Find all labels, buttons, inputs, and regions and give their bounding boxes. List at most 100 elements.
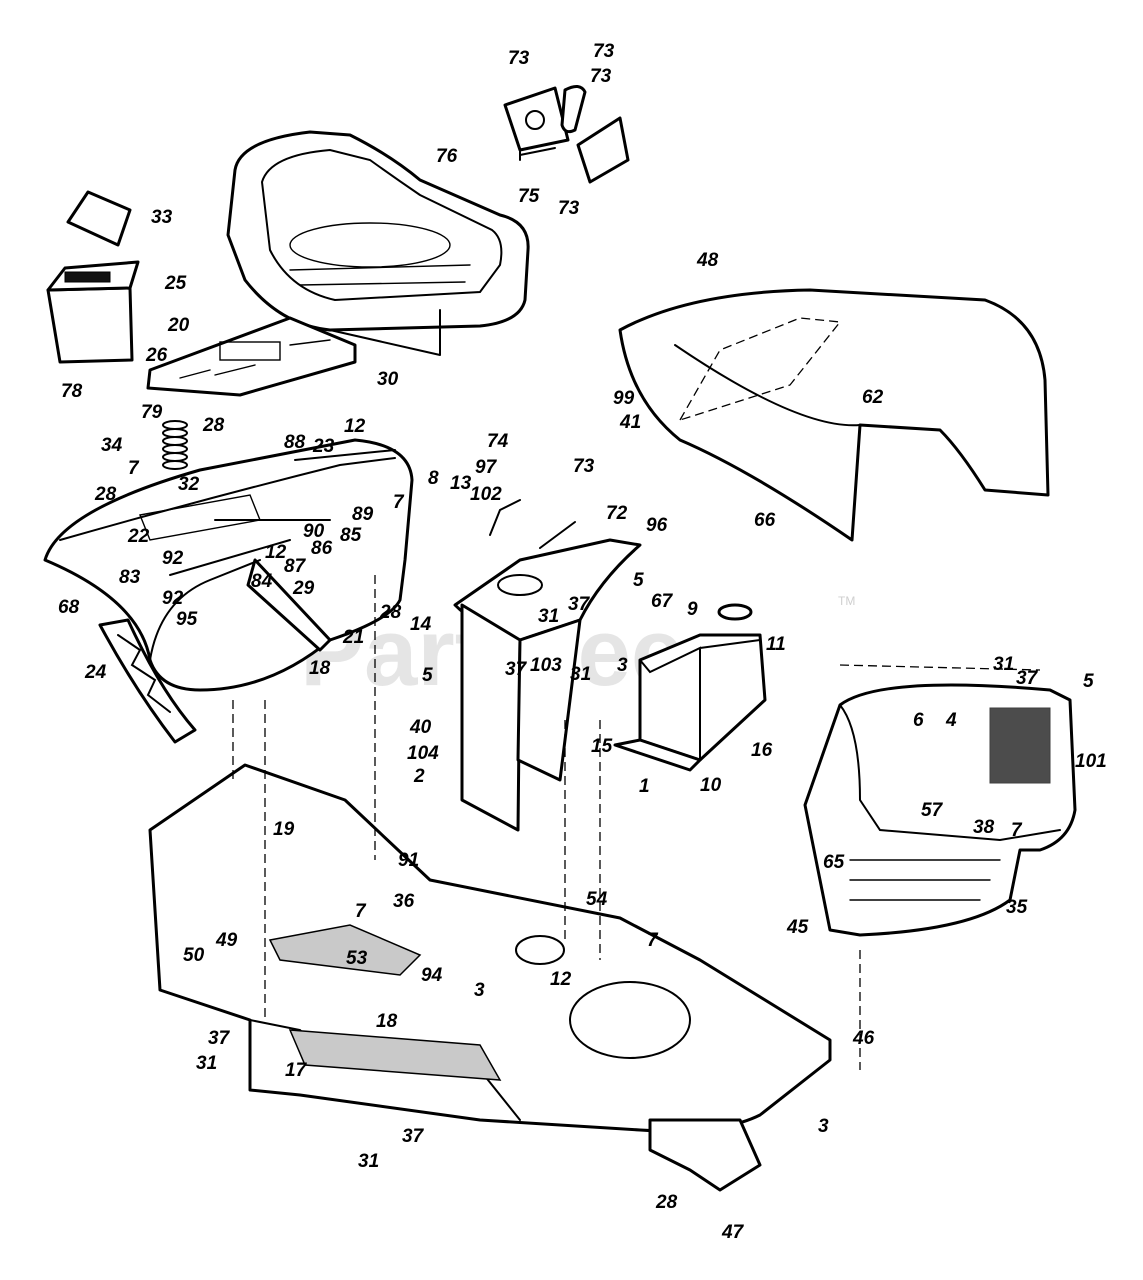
fuel-tank-part <box>613 603 767 772</box>
part-label: 91 <box>398 850 419 871</box>
part-label: 24 <box>84 662 107 683</box>
part-label: 26 <box>145 345 168 366</box>
part-label: 76 <box>436 146 458 167</box>
part-labels: 73 73 73 73 75 76 33 25 20 26 78 79 30 4… <box>58 41 1107 1243</box>
part-label: 83 <box>119 567 141 588</box>
part-label: 21 <box>342 627 364 648</box>
part-label: 31 <box>196 1053 217 1074</box>
part-label: 74 <box>487 431 509 452</box>
leader-lines <box>169 449 1041 1070</box>
part-label: 90 <box>303 521 325 542</box>
part-label: 48 <box>696 250 719 271</box>
part-label: 12 <box>550 969 572 990</box>
part-label: 46 <box>852 1028 875 1049</box>
part-label: 34 <box>101 435 123 456</box>
battery-part <box>46 190 140 364</box>
part-label: 38 <box>973 817 995 838</box>
part-label: 73 <box>573 456 595 477</box>
part-label: 79 <box>141 402 163 423</box>
seat-plate-part <box>146 316 357 397</box>
part-label: 102 <box>470 484 502 505</box>
part-label: 31 <box>993 654 1014 675</box>
part-label: 8 <box>428 468 439 489</box>
part-label: 96 <box>646 515 668 536</box>
part-label: 30 <box>377 369 399 390</box>
part-label: 65 <box>823 852 845 873</box>
part-label: 62 <box>862 387 884 408</box>
frame-part <box>148 763 832 1192</box>
part-label: 1 <box>639 776 650 797</box>
part-label: 92 <box>162 588 184 609</box>
part-label: 9 <box>687 599 698 620</box>
part-label: 32 <box>178 474 200 495</box>
part-label: 31 <box>570 664 591 685</box>
part-label: 84 <box>251 571 273 592</box>
part-label: 14 <box>410 614 432 635</box>
part-label: 85 <box>340 525 362 546</box>
part-label: 22 <box>127 526 150 547</box>
part-label: 36 <box>393 891 415 912</box>
part-label: 57 <box>921 800 944 821</box>
part-label: 94 <box>421 965 443 986</box>
part-label: 40 <box>409 717 432 738</box>
part-label: 3 <box>818 1116 829 1137</box>
part-label: 13 <box>450 473 472 494</box>
part-label: 73 <box>558 198 580 219</box>
part-label: 29 <box>292 578 315 599</box>
seat-part <box>226 130 530 356</box>
part-label: 7 <box>393 492 405 513</box>
part-label: 18 <box>309 658 331 679</box>
part-label: 7 <box>128 458 140 479</box>
part-label: 67 <box>651 591 674 612</box>
part-label: 16 <box>751 740 773 761</box>
part-label: 88 <box>284 432 306 453</box>
part-label: 75 <box>518 186 540 207</box>
part-label: 28 <box>379 602 402 623</box>
part-label: 50 <box>183 945 205 966</box>
part-label: 37 <box>1016 668 1039 689</box>
part-label: 31 <box>538 606 559 627</box>
part-label: 104 <box>407 743 439 764</box>
seat-adjuster-part <box>503 85 630 184</box>
grille-part <box>803 683 1077 937</box>
part-label: 66 <box>754 510 776 531</box>
part-label: 11 <box>766 634 786 655</box>
part-label: 99 <box>613 388 635 409</box>
part-label: 101 <box>1075 751 1107 772</box>
part-label: 72 <box>606 503 628 524</box>
part-label: 12 <box>265 542 287 563</box>
part-label: 28 <box>655 1192 678 1213</box>
part-label: 5 <box>422 665 433 686</box>
part-label: 12 <box>344 416 366 437</box>
fender-part <box>43 438 414 692</box>
part-label: 7 <box>355 901 367 922</box>
part-label: 4 <box>945 710 957 731</box>
part-label: 41 <box>619 412 641 433</box>
part-label: 3 <box>474 980 485 1001</box>
part-label: 73 <box>593 41 615 62</box>
part-label: 20 <box>167 315 190 336</box>
part-label: 28 <box>94 484 117 505</box>
part-label: 87 <box>284 556 307 577</box>
part-label: 5 <box>1083 671 1094 692</box>
part-label: 28 <box>202 415 225 436</box>
part-label: 97 <box>475 457 498 478</box>
part-label: 7 <box>1011 820 1023 841</box>
part-label: 18 <box>376 1011 398 1032</box>
part-label: 35 <box>1006 897 1028 918</box>
part-label: 103 <box>530 655 562 676</box>
part-label: 33 <box>151 207 173 228</box>
part-label: 37 <box>208 1028 231 1049</box>
part-label: 47 <box>721 1222 745 1243</box>
part-label: 6 <box>913 710 924 731</box>
part-label: 73 <box>508 48 530 69</box>
part-label: 78 <box>61 381 83 402</box>
hood-part <box>618 288 1050 542</box>
part-label: 10 <box>700 775 722 796</box>
part-label: 45 <box>786 917 809 938</box>
part-label: 15 <box>591 736 613 757</box>
part-label: 73 <box>590 66 612 87</box>
watermark-trademark: TM <box>838 594 855 608</box>
part-label: 5 <box>633 570 644 591</box>
part-label: 7 <box>647 930 659 951</box>
